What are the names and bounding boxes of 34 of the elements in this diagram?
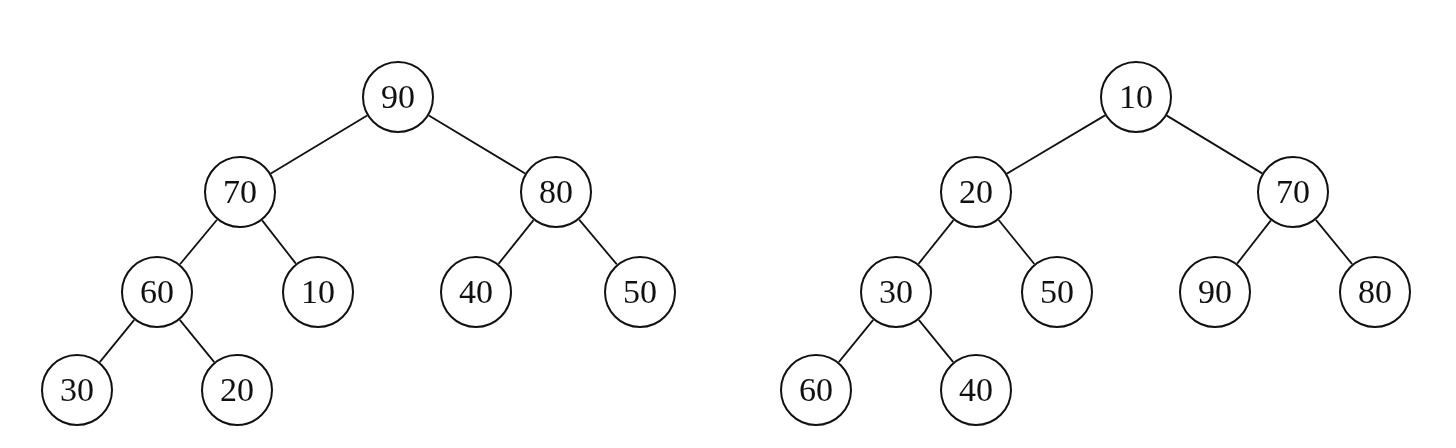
node-value: 70 (1276, 175, 1310, 209)
node-value: 10 (1119, 80, 1153, 114)
tree-edge (98, 319, 136, 363)
node-value: 60 (799, 373, 833, 407)
tree-edge (427, 114, 527, 175)
tree-edge (497, 219, 535, 265)
node-value: 90 (381, 80, 415, 114)
tree-edge (1236, 219, 1272, 265)
tree-edge (917, 219, 955, 265)
node-value: 10 (301, 275, 335, 309)
node-value: 90 (1198, 275, 1232, 309)
node-value: 80 (539, 175, 573, 209)
node-value: 20 (959, 175, 993, 209)
node-value: 60 (140, 275, 174, 309)
tree-edge (178, 319, 216, 363)
node-value: 70 (223, 175, 257, 209)
tree-edge (179, 218, 218, 266)
tree-edge (837, 319, 875, 363)
tree-edge (261, 219, 297, 265)
tree-edge (1006, 114, 1106, 175)
node-value: 20 (220, 373, 254, 407)
node-value: 50 (623, 275, 657, 309)
tree-edge (269, 114, 369, 175)
tree-edge (1165, 114, 1264, 175)
node-value: 40 (459, 275, 493, 309)
node-value: 30 (60, 373, 94, 407)
node-value: 80 (1358, 275, 1392, 309)
node-value: 50 (1040, 275, 1074, 309)
tree-edge (578, 218, 618, 266)
tree-edge (917, 319, 955, 363)
node-value: 40 (959, 373, 993, 407)
tree-edge (1314, 218, 1354, 266)
node-value: 30 (879, 275, 913, 309)
tree-edge (997, 219, 1036, 265)
